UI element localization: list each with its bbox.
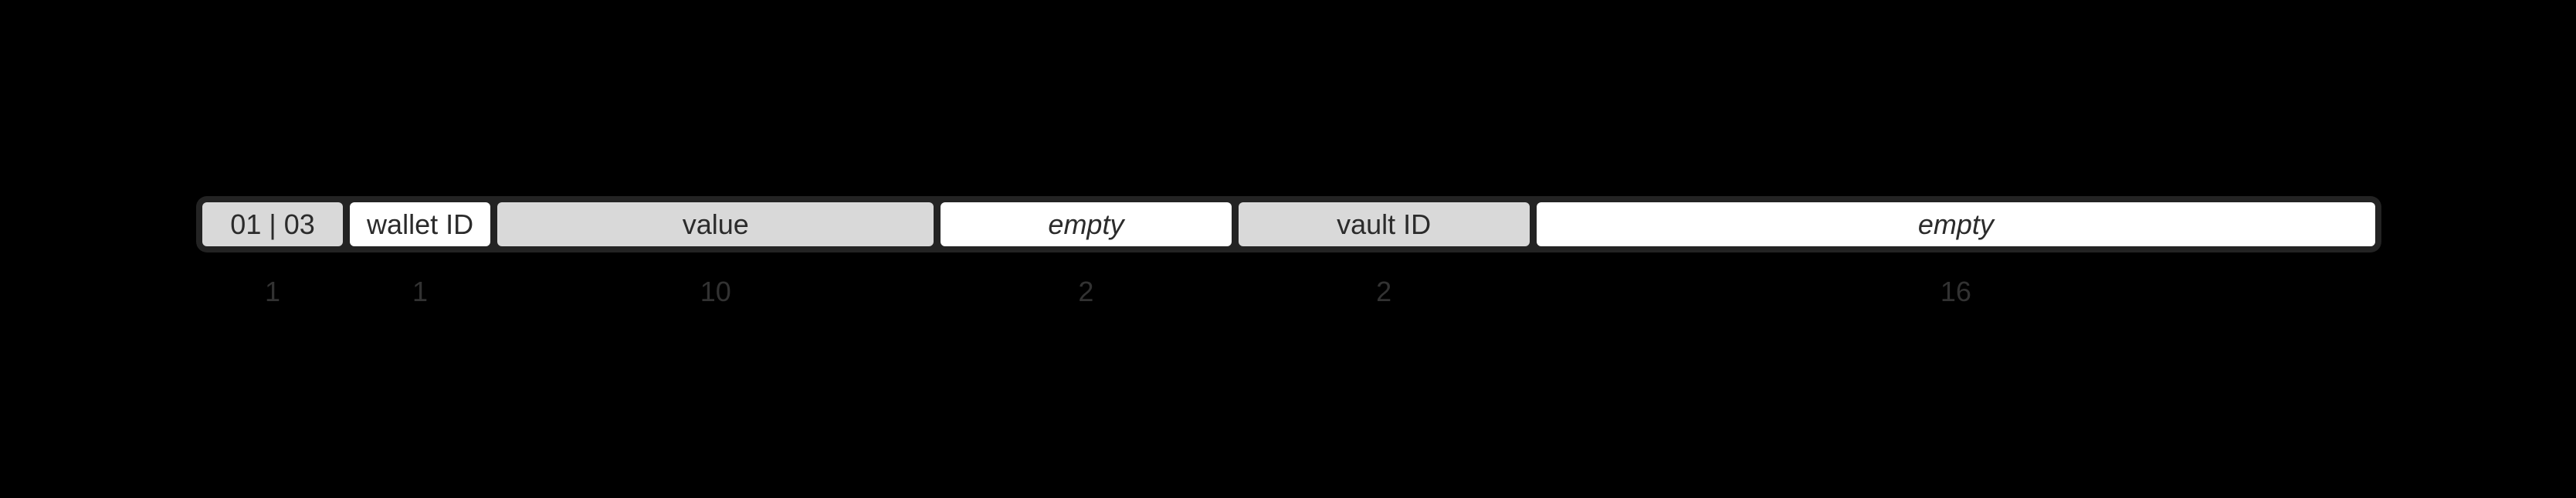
byte-count-empty-2: 16 xyxy=(1940,276,1971,307)
segment-wallet-id-label: wallet ID xyxy=(367,208,474,240)
segment-wallet-id: wallet ID xyxy=(350,202,491,246)
byte-count-value: 10 xyxy=(700,276,731,307)
segment-empty-2-label: empty xyxy=(1917,208,1994,240)
segment-value: value xyxy=(497,202,934,246)
segment-empty-1-label: empty xyxy=(1048,208,1124,240)
segment-vault-id-label: vault ID xyxy=(1337,208,1432,240)
segment-vault-id: vault ID xyxy=(1238,202,1530,246)
byte-counts-row: 1 1 10 2 2 16 xyxy=(196,278,2381,306)
byte-layout-diagram: 01 | 03 wallet ID value empty vault ID e… xyxy=(196,196,2381,306)
segment-opcode-label: 01 | 03 xyxy=(230,208,315,240)
byte-count-vault-id: 2 xyxy=(1376,276,1392,307)
segment-empty-2: empty xyxy=(1536,202,2375,246)
byte-layout-bar: 01 | 03 wallet ID value empty vault ID e… xyxy=(196,196,2381,252)
segment-value-label: value xyxy=(682,208,749,240)
byte-count-opcode: 1 xyxy=(265,276,281,307)
segment-empty-1: empty xyxy=(941,202,1232,246)
byte-count-empty-1: 2 xyxy=(1078,276,1094,307)
segment-opcode: 01 | 03 xyxy=(202,202,344,246)
byte-count-wallet-id: 1 xyxy=(412,276,429,307)
